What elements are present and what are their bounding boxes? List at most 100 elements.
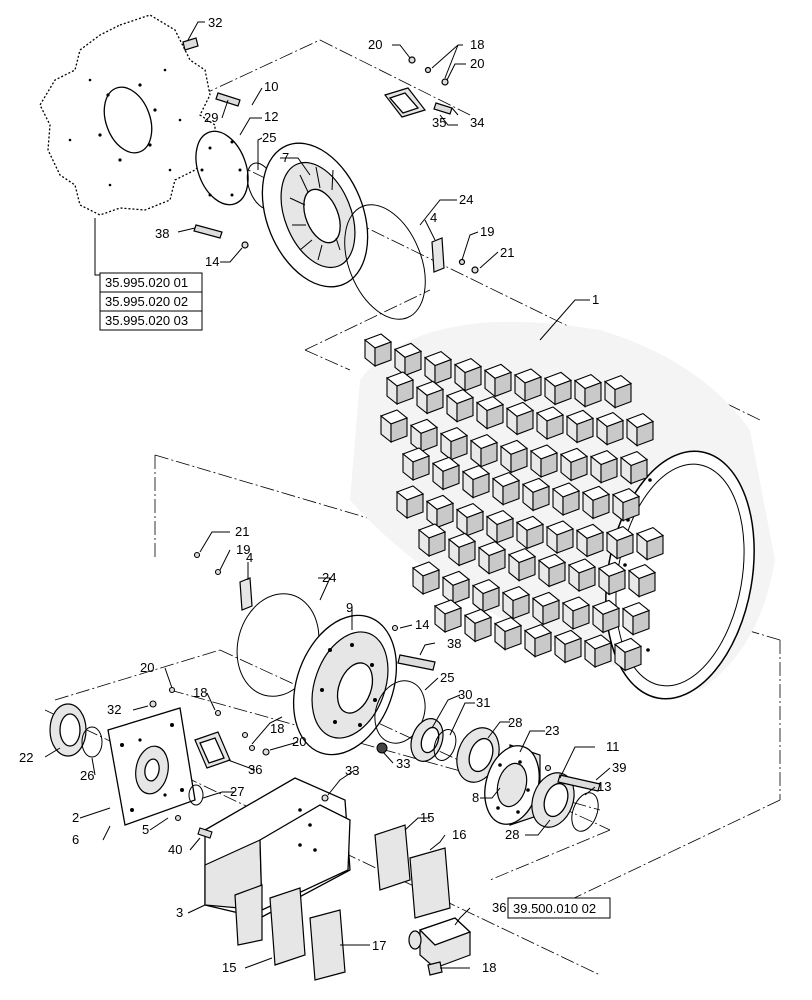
padfoot-lug <box>646 534 664 561</box>
plug-33-icon <box>376 742 388 754</box>
bearing-28-lower-icon <box>531 772 575 828</box>
frame-2-icon <box>204 777 351 919</box>
callout-21b: 21 <box>235 524 249 539</box>
callout-29: 29 <box>204 110 218 125</box>
padfoot-lug <box>502 479 520 506</box>
padfoot-lug <box>622 495 640 522</box>
bracket-4-lower-icon <box>239 577 253 611</box>
callout-37: 35 <box>432 115 446 130</box>
callout-5: 5 <box>142 822 149 837</box>
fasteners-top <box>182 37 479 274</box>
padfoot-lug <box>532 485 550 512</box>
padfoot-lug <box>524 376 542 402</box>
padfoot-lug <box>594 642 612 668</box>
callout-28b: 28 <box>505 827 519 842</box>
padfoot-lug <box>374 341 392 367</box>
callout-31: 31 <box>476 695 490 710</box>
callout-4b: 4 <box>246 550 253 565</box>
padfoot-lug <box>444 607 462 633</box>
callout-25b: 25 <box>440 670 454 685</box>
ring-26-icon <box>81 726 103 758</box>
callout-24a: 24 <box>459 192 473 207</box>
cover-37-top-icon <box>383 87 427 118</box>
o-ring-24-top-icon <box>344 204 426 320</box>
reference-link-1[interactable]: 35.995.020 01 <box>105 275 188 290</box>
callout-40: 40 <box>168 842 182 857</box>
padfoot-lug <box>556 528 574 554</box>
padfoot-lug <box>396 379 414 405</box>
padfoot-lug <box>434 358 452 385</box>
callout-26: 26 <box>80 768 94 783</box>
padfoot-lug <box>422 569 440 595</box>
callout-24b: 24 <box>322 570 336 585</box>
padfoot-lug <box>450 434 468 461</box>
padfoot-lug <box>526 523 544 550</box>
callout-7: 9 <box>346 600 353 615</box>
reference-box-bottom: 39.500.010 02 <box>507 897 611 919</box>
callout-30: 30 <box>458 687 472 702</box>
callout-6: 6 <box>72 832 79 847</box>
padfoot-lug <box>488 548 506 575</box>
padfoot-lug <box>570 455 588 482</box>
padfoot-lug <box>436 502 454 529</box>
reference-link-4[interactable]: 39.500.010 02 <box>513 901 596 916</box>
padfoot-lug <box>540 452 558 478</box>
padfoot-lug <box>534 631 552 658</box>
hub-23-icon <box>484 744 541 826</box>
padfoot-lug <box>602 607 620 634</box>
callout-25a: 25 <box>262 130 276 145</box>
padfoot-lug <box>516 409 534 436</box>
fasteners-lower <box>149 551 552 839</box>
callout-12: 12 <box>264 109 278 124</box>
callout-20b: 20 <box>470 56 484 71</box>
drum-1-icon <box>350 321 775 700</box>
padfoot-lug <box>518 555 536 582</box>
callout-33: 33 <box>396 756 410 771</box>
leader-lines <box>44 21 611 969</box>
padfoot-lug <box>608 569 626 596</box>
callout-labels: 32 20 18 20 10 29 12 35 34 25 7 24 4 19 … <box>19 15 626 975</box>
padfoot-lug <box>428 531 446 557</box>
callout-18b: 18 <box>193 685 207 700</box>
padfoot-lug <box>624 645 642 672</box>
callout-3: 2 <box>72 810 79 825</box>
callout-20c: 20 <box>140 660 154 675</box>
padfoot-lug <box>474 616 492 643</box>
callout-17: 18 <box>482 960 496 975</box>
padfoot-lug <box>486 403 504 430</box>
callout-20a: 20 <box>368 37 382 52</box>
callout-10: 10 <box>264 79 278 94</box>
padfoot-lug <box>404 350 422 377</box>
padfoot-lug <box>592 493 610 520</box>
callout-32c: 33 <box>345 763 359 778</box>
bearing-28-upper-icon <box>456 727 500 783</box>
callout-27: 27 <box>230 784 244 799</box>
callout-19a: 19 <box>480 224 494 239</box>
callout-32a: 32 <box>208 15 222 30</box>
padfoot-lug <box>554 379 572 406</box>
callout-32b: 32 <box>107 702 121 717</box>
callout-19b: 19 <box>236 542 250 557</box>
reference-link-3[interactable]: 35.995.020 03 <box>105 313 188 328</box>
padfoot-lug <box>606 419 624 446</box>
sensor-35-icon <box>408 917 472 969</box>
padfoot-lug <box>512 593 530 620</box>
o-ring-25-lower-icon <box>374 680 426 744</box>
ring-13-icon <box>571 792 599 832</box>
padfoot-lug <box>390 417 408 443</box>
plate-3-icon <box>107 707 196 826</box>
reference-link-2[interactable]: 35.995.020 02 <box>105 294 188 309</box>
cover-plate-12-icon <box>195 130 249 206</box>
callout-36: 36 <box>248 762 262 777</box>
callout-20d: 20 <box>292 734 306 749</box>
padfoot-lug <box>466 510 484 537</box>
hub-7-icon <box>292 614 398 756</box>
padfoot-lug <box>452 578 470 605</box>
padfoot-lugs <box>363 333 665 672</box>
padfoot-lug <box>564 637 582 664</box>
padfoot-lug <box>420 426 438 453</box>
padfoot-lug <box>572 604 590 630</box>
callout-16a: 16 <box>452 827 466 842</box>
padfoot-lug <box>496 517 514 544</box>
callout-8: 7 <box>282 150 289 165</box>
